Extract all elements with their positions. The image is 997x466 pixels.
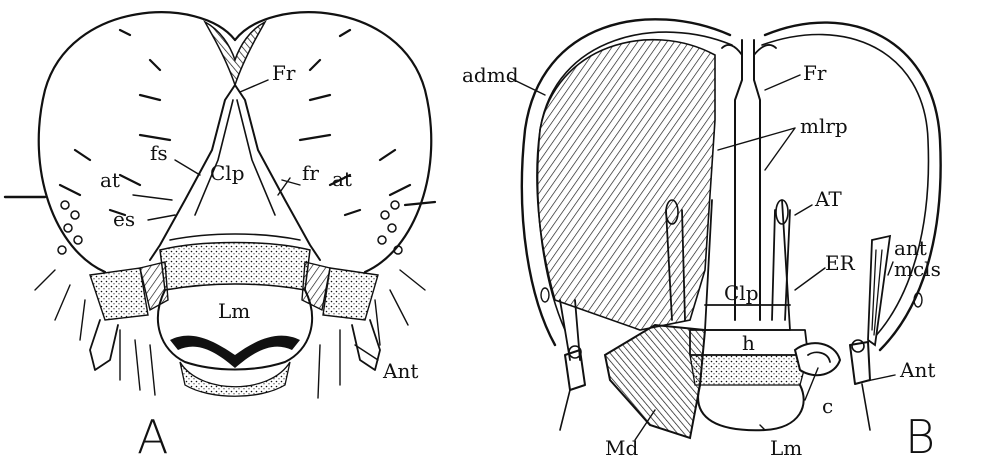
label-b-c: c bbox=[822, 394, 833, 418]
label-a-fr-lower: fr bbox=[302, 161, 319, 185]
label-b-admd: admd bbox=[462, 63, 519, 87]
label-b-clp: Clp bbox=[724, 281, 759, 305]
label-a-es: es bbox=[113, 207, 135, 231]
label-a-at-right: at bbox=[332, 167, 352, 191]
label-b-fr: Fr bbox=[803, 61, 827, 85]
label-b-ant: Ant bbox=[899, 358, 935, 382]
label-b-md: Md bbox=[605, 436, 638, 460]
label-a-ant: Ant bbox=[382, 359, 418, 383]
label-b-ant-mcls-2: mcls bbox=[894, 257, 941, 281]
label-b-lm: Lm bbox=[770, 436, 802, 460]
panel-b-letter: B bbox=[905, 410, 935, 464]
label-b-er: ER bbox=[825, 251, 856, 275]
label-b-at: AT bbox=[814, 187, 842, 211]
label-a-lm: Lm bbox=[218, 299, 250, 323]
panel-b-drawing bbox=[510, 19, 941, 440]
label-a-fs: fs bbox=[150, 141, 168, 165]
panel-a-drawing bbox=[5, 12, 435, 398]
label-b-h: h bbox=[742, 331, 755, 355]
panel-a-letter: A bbox=[137, 410, 168, 464]
label-a-at-left: at bbox=[100, 168, 120, 192]
label-a-clp: Clp bbox=[210, 161, 245, 185]
label-b-mlrp: mlrp bbox=[800, 114, 848, 138]
label-a-fr-upper: Fr bbox=[272, 61, 296, 85]
